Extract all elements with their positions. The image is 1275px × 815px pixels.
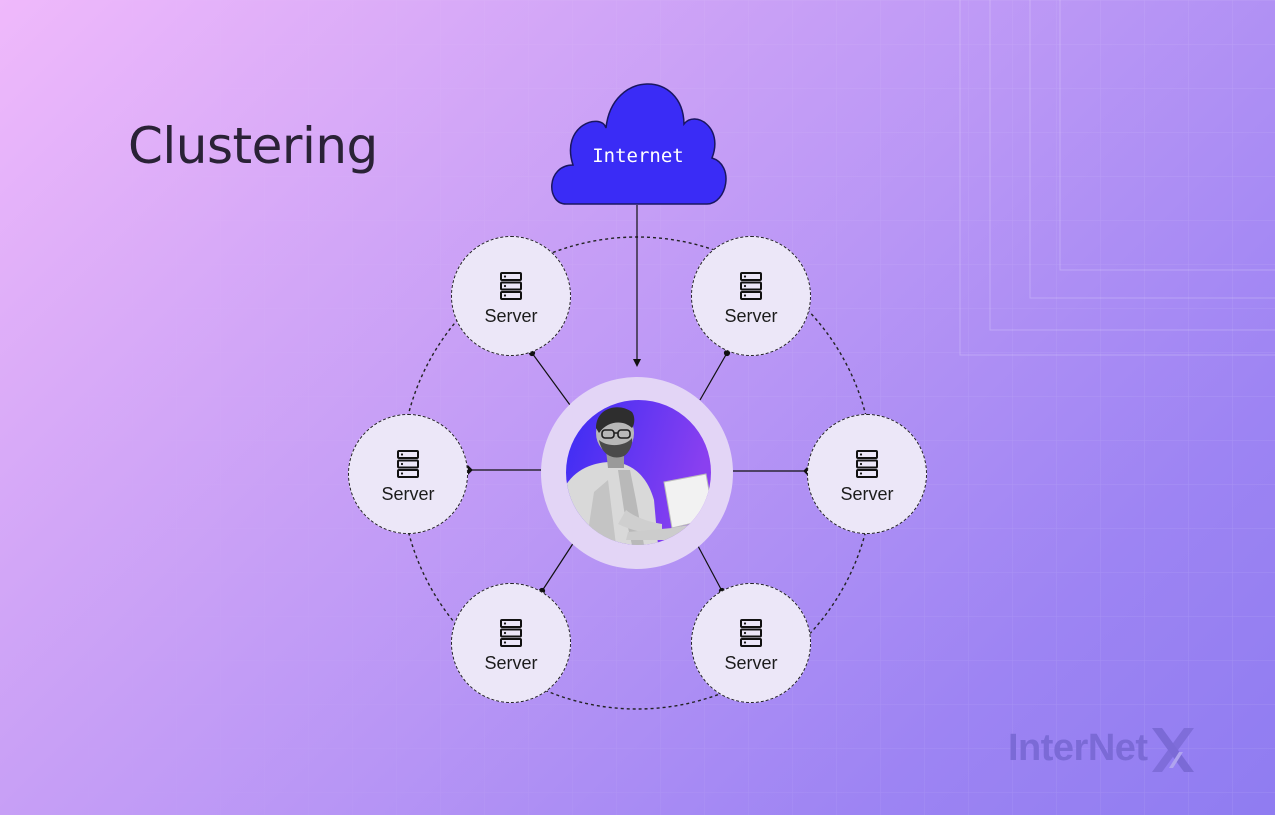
page-title: Clustering: [128, 117, 378, 175]
server-label: Server: [724, 653, 778, 673]
server-rack-icon: [397, 450, 419, 478]
server-rack-icon: [740, 619, 762, 647]
person-laptop-image: [566, 400, 711, 545]
server-rack-icon: [500, 272, 522, 300]
server-rack-icon: [740, 272, 762, 300]
logo-x-mark: [1151, 728, 1194, 772]
connector-bottom-right: [697, 545, 723, 592]
internetx-logo: InterNet: [1008, 722, 1197, 774]
server-label: Server: [724, 306, 778, 326]
server-label: Server: [484, 306, 538, 326]
connector-top-left: [531, 352, 571, 406]
hub-photo: [566, 400, 711, 545]
server-rack-icon: [500, 619, 522, 647]
internet-cloud-shape: [551, 83, 727, 205]
server-rack-icon: [856, 450, 878, 478]
server-node-top-left[interactable]: Server: [451, 236, 571, 356]
server-node-right[interactable]: Server: [807, 414, 927, 534]
server-label: Server: [840, 484, 894, 504]
internet-label: Internet: [592, 145, 684, 167]
server-label: Server: [484, 653, 538, 673]
server-label: Server: [381, 484, 435, 504]
connector-top-right: [699, 352, 728, 401]
server-node-bottom-left[interactable]: Server: [451, 583, 571, 703]
internet-arrowhead: [633, 359, 641, 367]
logo-wordmark: InterNet: [1008, 726, 1148, 769]
server-node-left[interactable]: Server: [348, 414, 468, 534]
connector-bottom-left: [541, 541, 575, 592]
server-node-top-right[interactable]: Server: [691, 236, 811, 356]
server-node-bottom-right[interactable]: Server: [691, 583, 811, 703]
